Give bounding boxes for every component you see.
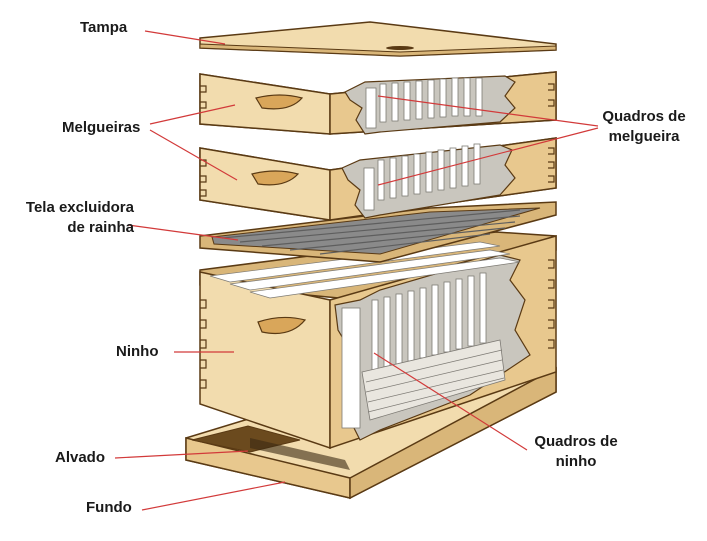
leader-melgueiras-lower bbox=[149, 129, 238, 181]
leader-alvado bbox=[114, 450, 249, 459]
label-tela-line1: Tela excluidora bbox=[25, 199, 134, 216]
lid bbox=[199, 21, 557, 57]
leader-melgueiras-upper bbox=[149, 104, 236, 125]
label-quadros-ninho: Quadros de ninho bbox=[524, 432, 628, 472]
label-quadros-ninho-line1: Quadros de bbox=[534, 433, 618, 450]
brood-frames bbox=[209, 241, 521, 429]
label-melgueiras: Melgueiras bbox=[62, 119, 141, 136]
label-quadros-melgueira-line2: melgueira bbox=[608, 128, 680, 145]
leader-fundo bbox=[141, 481, 286, 511]
leader-quadros-melgueira-1 bbox=[377, 95, 599, 127]
label-quadros-ninho-line2: ninho bbox=[555, 453, 597, 470]
label-quadros-melgueira: Quadros de melgueira bbox=[592, 107, 696, 147]
label-fundo: Fundo bbox=[86, 499, 132, 516]
honey-super-upper bbox=[199, 71, 557, 135]
label-tampa: Tampa bbox=[80, 19, 128, 36]
honey-super-lower bbox=[199, 137, 557, 221]
label-quadros-melgueira-line1: Quadros de bbox=[602, 108, 686, 125]
label-alvado: Alvado bbox=[55, 449, 106, 466]
brood-box bbox=[199, 231, 557, 450]
leader-quadros-melgueira-2 bbox=[377, 127, 599, 186]
label-ninho: Ninho bbox=[116, 343, 159, 360]
label-tela-excluidora: Tela excluidora de rainha bbox=[10, 198, 134, 238]
queen-excluder bbox=[199, 201, 557, 263]
leader-lines bbox=[114, 30, 599, 511]
leader-quadros-ninho bbox=[373, 352, 528, 451]
leader-tela bbox=[127, 224, 239, 241]
leader-tampa bbox=[144, 30, 226, 45]
label-tela-line2: de rainha bbox=[67, 219, 134, 236]
